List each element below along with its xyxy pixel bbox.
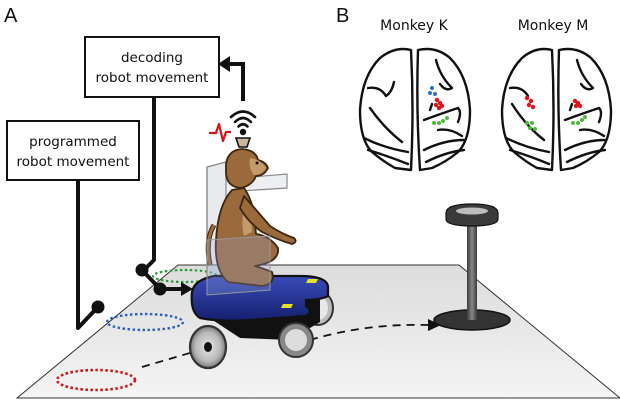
- switch-node-programmed: [91, 300, 105, 314]
- robot-marker: [281, 304, 293, 308]
- brain-monkey-k: [358, 47, 472, 172]
- wheeled-robot: [188, 274, 334, 370]
- programmed-box-line2: robot movement: [17, 154, 130, 170]
- brain-title-monkey-m: Monkey M: [518, 18, 589, 34]
- implant-site-motor: [433, 97, 445, 111]
- transparent-chair-front: [206, 235, 271, 296]
- switch-node-decoding-top: [135, 263, 149, 277]
- programmed-box: programmed robot movement: [6, 120, 140, 181]
- decoding-box-line1: decoding: [121, 50, 183, 66]
- brain-monkey-m: [500, 47, 613, 172]
- signal-arrowhead-icon: [218, 56, 230, 72]
- implant-site-somatosensory-right: [571, 115, 587, 125]
- panel-b: B Monkey K Monkey M: [336, 5, 613, 172]
- decoding-box: decoding robot movement: [84, 36, 220, 98]
- panel-label-b: B: [336, 5, 349, 27]
- switch-node-decoding-bottom: [153, 282, 167, 296]
- implant-site-motor-left: [524, 95, 536, 110]
- panel-a: A decoding robot movement programmed rob…: [4, 5, 620, 399]
- switch-arrow-icon: [181, 282, 193, 296]
- implant-site-premotor: [428, 86, 437, 96]
- post-cup: [456, 207, 488, 215]
- brain-title-monkey-k: Monkey K: [380, 18, 448, 34]
- red-target: [55, 368, 137, 392]
- programmed-box-line1: programmed: [29, 134, 117, 150]
- panel-label-a: A: [4, 5, 18, 27]
- trajectory-path: [141, 323, 429, 368]
- post-top: [445, 203, 499, 227]
- wireless-signal-icon: [229, 110, 257, 128]
- implant-site-somatosensory: [432, 116, 449, 125]
- signal-arrow: [228, 62, 245, 101]
- food-dispenser-post: [433, 203, 511, 331]
- robot-marker: [306, 279, 318, 283]
- post-pole: [467, 220, 477, 320]
- neural-spike-icon: [209, 122, 231, 143]
- implant-site-somatosensory-left: [525, 121, 537, 131]
- wireless-dot-icon: [239, 128, 247, 136]
- blue-target: [105, 312, 185, 332]
- decoding-box-line2: robot movement: [96, 70, 209, 86]
- head-implant-icon: [234, 137, 252, 148]
- implant-site-motor-right: [572, 98, 583, 109]
- trajectory-arrowhead-icon: [428, 319, 441, 331]
